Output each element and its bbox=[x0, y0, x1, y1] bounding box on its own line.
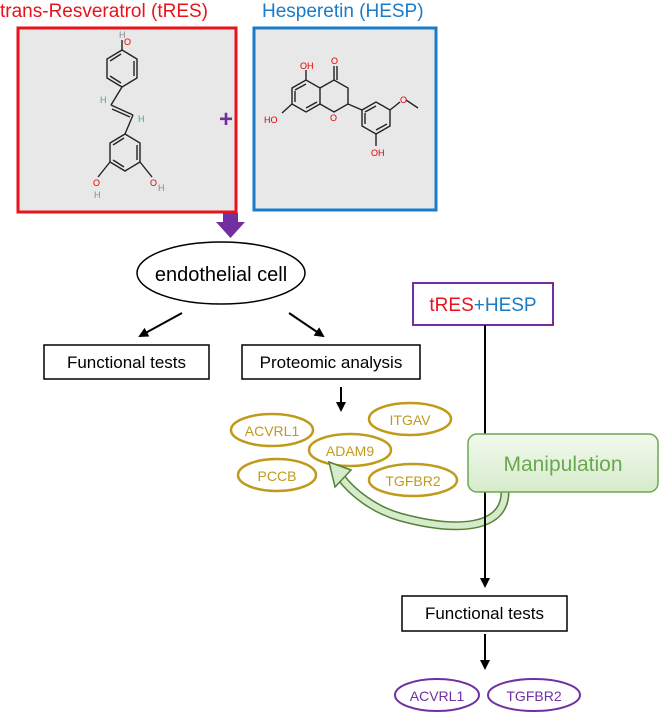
hesp-title: Hesperetin (HESP) bbox=[262, 1, 424, 22]
hesp-atom-carbonyl-o: O bbox=[331, 56, 338, 66]
hesp-atom-ho7: HO bbox=[264, 115, 278, 125]
result-acvrl1-label: ACVRL1 bbox=[410, 688, 465, 704]
protein-acvrl1-label: ACVRL1 bbox=[245, 423, 300, 439]
protein-adam9 bbox=[307, 432, 393, 468]
tres-structure-panel: H O H H O H O H bbox=[16, 26, 238, 214]
tres-atom-o-right: O bbox=[150, 178, 157, 188]
plus-sign: + bbox=[219, 106, 233, 133]
endothelial-cell-node bbox=[136, 241, 306, 305]
down-arrow-icon bbox=[216, 213, 245, 238]
functional-tests-box bbox=[43, 344, 210, 380]
tres-atom-o-left: O bbox=[93, 178, 100, 188]
endothelial-cell-label: endothelial cell bbox=[155, 264, 287, 286]
tres-bonds bbox=[97, 40, 153, 178]
hesp-atom-methoxy-o: O bbox=[400, 95, 407, 105]
protein-tgfbr2 bbox=[367, 462, 459, 498]
arrow-to-proteomic bbox=[288, 312, 325, 338]
proteomic-analysis-label: Proteomic analysis bbox=[260, 353, 403, 372]
combo-treatment-box bbox=[412, 282, 554, 326]
hesp-atom-oh3: OH bbox=[371, 148, 385, 158]
tres-atom-o-top: O bbox=[124, 37, 131, 47]
combo-treatment-label: tRES+HESP bbox=[429, 295, 536, 316]
hesp-bonds bbox=[281, 66, 419, 146]
manipulation-box bbox=[467, 433, 659, 493]
functional-tests-label-2: Functional tests bbox=[425, 604, 544, 623]
tres-atom-h-right: H bbox=[158, 183, 165, 193]
protein-adam9-label: ADAM9 bbox=[326, 443, 374, 459]
proteomic-analysis-box bbox=[241, 344, 421, 380]
protein-pccb bbox=[236, 457, 318, 493]
manipulation-arrowhead-icon bbox=[327, 460, 353, 489]
protein-cluster: ACVRL1 ITGAV ADAM9 PCCB TGFBR2 bbox=[229, 401, 459, 498]
tres-atom-h2: H bbox=[138, 114, 145, 124]
protein-acvrl1 bbox=[229, 412, 315, 448]
result-tgfbr2-label: TGFBR2 bbox=[506, 688, 561, 704]
arrow-to-functional-tests bbox=[138, 312, 183, 337]
tres-title: trans-Resveratrol (tRES) bbox=[0, 1, 208, 22]
combo-plus: + bbox=[474, 295, 485, 316]
functional-tests-label: Functional tests bbox=[67, 353, 186, 372]
protein-itgav-label: ITGAV bbox=[390, 412, 432, 428]
hesp-atom-ring-o: O bbox=[330, 113, 337, 123]
hesp-atom-oh5: OH bbox=[300, 61, 314, 71]
functional-tests-box-2 bbox=[401, 595, 568, 632]
tres-atom-h-top: H bbox=[119, 30, 126, 40]
combo-hesp: HESP bbox=[485, 295, 537, 316]
combo-tres: tRES bbox=[429, 295, 473, 316]
tres-atom-h1: H bbox=[100, 95, 107, 105]
manipulation-curve-fill bbox=[337, 473, 508, 529]
hesp-structure-panel: O OH HO O OH O bbox=[252, 26, 438, 212]
protein-pccb-label: PCCB bbox=[258, 468, 297, 484]
protein-tgfbr2-label: TGFBR2 bbox=[385, 473, 440, 489]
tres-atom-h-left: H bbox=[94, 190, 101, 200]
result-acvrl1 bbox=[394, 678, 480, 712]
protein-itgav bbox=[367, 401, 453, 437]
result-tgfbr2 bbox=[487, 678, 581, 712]
manipulation-label: Manipulation bbox=[503, 453, 622, 476]
